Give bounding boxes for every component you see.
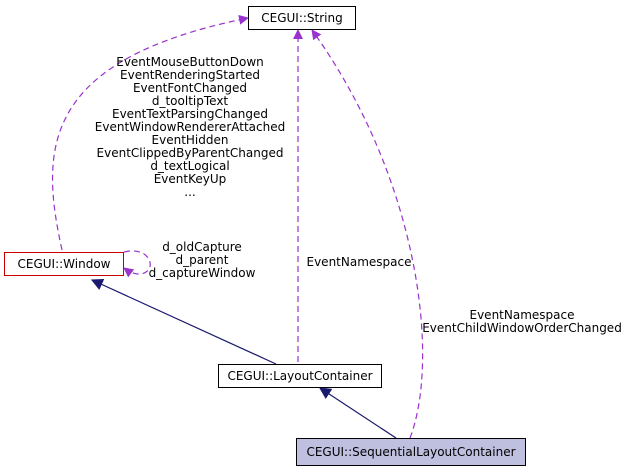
edge-label-line: EventNamespace xyxy=(306,255,412,269)
node-layout-container[interactable]: CEGUI::LayoutContainer xyxy=(218,364,382,388)
edge-label-line: EventRenderingStarted xyxy=(120,68,260,82)
edge-label-line: d_parent xyxy=(175,253,229,267)
edge-label-line: d_oldCapture xyxy=(162,240,242,254)
node-window[interactable]: CEGUI::Window xyxy=(4,252,124,276)
edge-label-line: d_captureWindow xyxy=(148,266,256,280)
edge-label-line: EventTextParsingChanged xyxy=(112,107,268,121)
edge-window-to-string xyxy=(51,14,249,251)
edge-label-layout-container-to-string: EventNamespace xyxy=(300,256,418,269)
edge-layout-container-inherits-window xyxy=(90,279,277,365)
edge-window-self xyxy=(123,250,151,278)
edge-label-line: EventMouseButtonDown xyxy=(116,55,264,69)
edge-label-line: d_tooltipText xyxy=(151,94,229,108)
edge-label-line: EventNamespace xyxy=(469,308,575,322)
node-string[interactable]: CEGUI::String xyxy=(248,6,356,30)
edge-label-line: d_textLogical xyxy=(150,159,230,173)
edge-label-sequential-to-string: EventNamespace EventChildWindowOrderChan… xyxy=(420,309,624,335)
edge-label-line: EventWindowRendererAttached xyxy=(94,120,286,134)
edge-label-line: EventClippedByParentChanged xyxy=(96,146,284,160)
edge-label-line: EventFontChanged xyxy=(132,81,248,95)
edge-label-window-self: d_oldCapture d_parent d_captureWindow xyxy=(140,241,264,280)
edge-label-line: EventHidden xyxy=(151,133,229,147)
edge-label-line: EventChildWindowOrderChanged xyxy=(422,321,622,335)
node-sequential-layout-container: CEGUI::SequentialLayoutContainer xyxy=(296,438,526,466)
edge-label-line: ... xyxy=(184,185,196,199)
edge-label-window-to-string: EventMouseButtonDown EventRenderingStart… xyxy=(70,56,310,199)
edge-sequential-inherits-layout-container xyxy=(318,387,397,439)
edge-label-line: EventKeyUp xyxy=(153,172,227,186)
